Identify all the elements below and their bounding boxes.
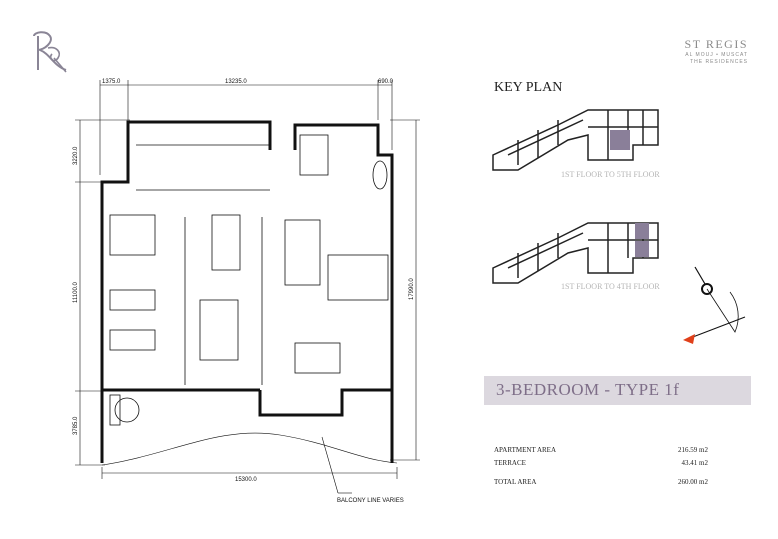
area-value: 43.41 m2	[681, 459, 708, 467]
unit-type-banner	[484, 376, 751, 405]
key-plan-diagram-1	[492, 109, 659, 171]
brand-name: ST REGIS	[684, 37, 748, 51]
dim-top-right: 690.0	[378, 79, 394, 85]
area-label: APARTMENT AREA	[494, 446, 557, 454]
dim-top-middle: 13235.0	[225, 79, 247, 85]
key-plan-1-label: 1ST FLOOR TO 5TH FLOOR	[561, 170, 660, 179]
unit-highlight	[610, 130, 630, 150]
floor-plan-drawing: 1375.0 13235.0 690.0 3220.0 11100.0 3785…	[73, 79, 420, 504]
dim-left-lower: 3785.0	[73, 416, 79, 435]
dim-left-middle: 11100.0	[73, 282, 79, 303]
area-label: TERRACE	[494, 459, 526, 467]
unit-highlight	[635, 241, 649, 257]
area-row-terrace: TERRACE 43.41 m2	[494, 459, 708, 467]
key-plan-title: KEY PLAN	[494, 80, 563, 95]
area-value: 216.59 m2	[678, 446, 708, 454]
brand-subtitle: THE RESIDENCES	[690, 59, 748, 65]
area-label: TOTAL AREA	[494, 478, 537, 486]
dim-right: 17990.0	[409, 278, 415, 300]
balcony-note: BALCONY LINE VARIES	[337, 498, 404, 504]
st-regis-monogram-logo	[26, 28, 76, 82]
brand-location: AL MOUJ • MUSCAT	[685, 52, 748, 58]
north-compass-icon	[683, 266, 746, 344]
dim-top-left: 1375.0	[102, 79, 121, 85]
unit-highlight	[635, 223, 649, 239]
dim-left-upper: 3220.0	[73, 146, 79, 165]
key-plan-diagram-2	[492, 222, 659, 284]
area-row-total: TOTAL AREA 260.00 m2	[494, 478, 708, 486]
key-plan-2-label: 1ST FLOOR TO 4TH FLOOR	[561, 282, 660, 291]
unit-type-title: 3-BEDROOM - TYPE 1f	[496, 380, 680, 399]
area-row-apartment: APARTMENT AREA 216.59 m2	[494, 446, 708, 454]
dim-bottom: 15300.0	[235, 477, 257, 483]
brand-wordmark: ST REGIS AL MOUJ • MUSCAT THE RESIDENCES	[685, 37, 748, 66]
area-value: 260.00 m2	[678, 478, 708, 486]
